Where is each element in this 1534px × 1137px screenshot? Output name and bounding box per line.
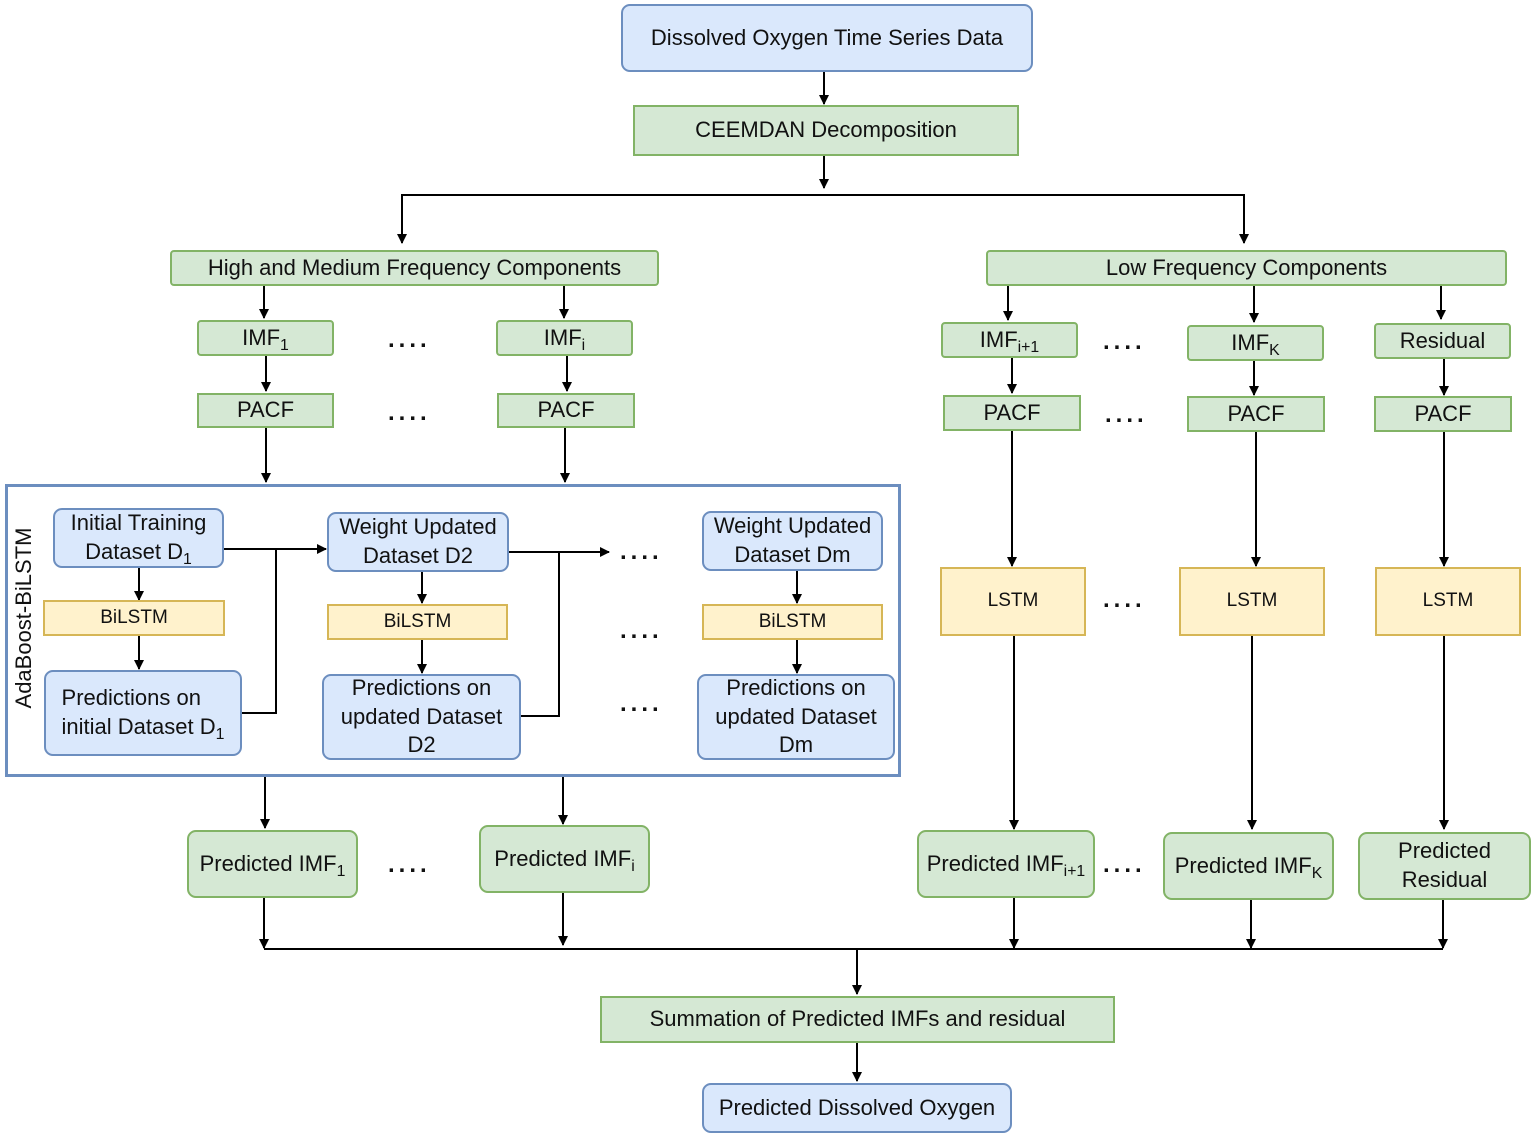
pacf-label: PACF [236,397,295,423]
lstm-node: LSTM [1179,567,1325,636]
low-frequency-label: Low Frequency Components [1105,254,1388,280]
adaboost-bilstm-label: AdaBoost-BiLSTM [11,527,36,709]
source-data-node: Dissolved Oxygen Time Series Data [621,4,1033,72]
imf-i-node: IMFi [496,320,633,356]
ellipsis: .... [1105,401,1148,428]
pacf-node: PACF [943,395,1081,431]
lstm-node: LSTM [1375,567,1521,636]
ceemdan-label: CEEMDAN Decomposition [695,117,957,143]
lstm-label: LSTM [1422,590,1474,612]
ellipsis: .... [1103,851,1146,878]
source-data-label: Dissolved Oxygen Time Series Data [650,24,1004,50]
imf-k-node: IMFK [1187,325,1324,361]
pacf-label: PACF [983,399,1041,425]
pacf-node: PACF [197,393,334,428]
predicted-imf-i-plus-1-node: Predicted IMFi+1 [917,830,1095,898]
imf-i-plus-1-node: IMFi+1 [941,322,1078,358]
split-left [397,194,824,244]
ellipsis: .... [1103,328,1146,355]
predicted-imf-k-label: Predicted IMFK [1174,852,1323,882]
ellipsis: .... [388,399,431,426]
ellipsis: .... [620,538,663,565]
imf-k-label: IMFK [1231,329,1280,359]
lstm-label: LSTM [987,590,1039,612]
bilstm-label: BiLSTM [758,610,827,632]
imf-i-label: IMFi [543,324,586,354]
imf-1-node: IMF1 [197,320,334,356]
lstm-node: LSTM [940,567,1086,636]
high-medium-frequency-node: High and Medium Frequency Components [170,250,659,286]
ellipsis: .... [620,617,663,644]
pacf-node: PACF [1374,396,1512,432]
ceemdan-node: CEEMDAN Decomposition [633,105,1019,156]
bilstm-node: BiLSTM [702,604,883,640]
pacf-node: PACF [497,393,635,428]
summation-label: Summation of Predicted IMFs and residual [649,1006,1066,1032]
pacf-node: PACF [1187,396,1325,432]
predicted-dissolved-oxygen-node: Predicted Dissolved Oxygen [702,1083,1012,1133]
low-frequency-node: Low Frequency Components [986,250,1507,286]
predicted-imf-i-plus-1-label: Predicted IMFi+1 [926,850,1086,880]
bilstm-label: BiLSTM [383,610,452,632]
bilstm-node: BiLSTM [43,600,225,636]
predicted-imf-i-node: Predicted IMFi [479,825,650,893]
predicted-imf-1-node: Predicted IMF1 [187,830,358,898]
ellipsis: .... [620,690,663,717]
lstm-label: LSTM [1226,590,1278,612]
imf-i-plus-1-label: IMFi+1 [979,326,1040,356]
predicted-imf-i-label: Predicted IMFi [494,845,635,875]
ellipsis: .... [388,326,431,353]
predicted-imf-k-node: Predicted IMFK [1163,832,1334,900]
pacf-label: PACF [1227,400,1285,426]
predicted-dissolved-oxygen-label: Predicted Dissolved Oxygen [718,1094,996,1120]
high-medium-frequency-label: High and Medium Frequency Components [207,254,622,280]
imf-1-label: IMF1 [242,324,289,354]
adaboost-bilstm-frame [5,484,901,777]
bilstm-node: BiLSTM [327,604,508,640]
pacf-label: PACF [537,397,595,423]
summation-node: Summation of Predicted IMFs and residual [600,996,1115,1043]
ellipsis: .... [1103,586,1146,613]
residual-node: Residual [1374,323,1511,359]
pacf-label: PACF [1414,400,1472,426]
split-right [824,194,1249,244]
bilstm-label: BiLSTM [100,606,168,628]
residual-label: Residual [1399,327,1486,353]
predicted-imf-1-label: Predicted IMF1 [199,850,346,880]
ellipsis: .... [388,851,431,878]
